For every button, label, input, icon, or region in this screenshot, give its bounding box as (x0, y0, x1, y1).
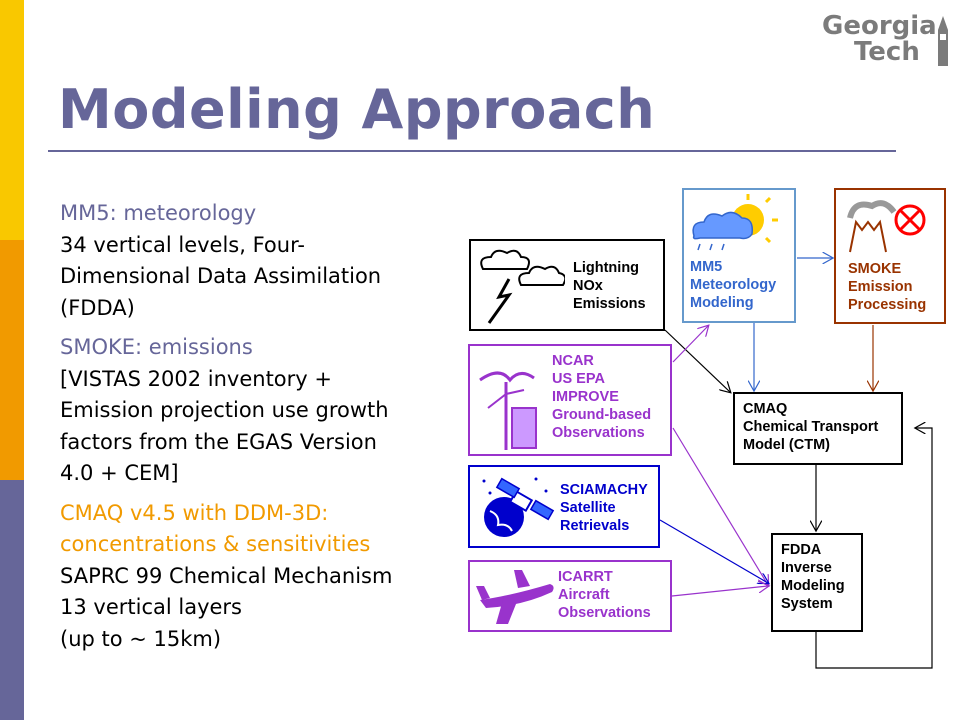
fdda-box: FDDA Inverse Modeling System (771, 533, 863, 632)
bullet-heading-cmaq: CMAQ v4.5 with DDM-3D: (60, 500, 329, 525)
tech-tower-icon (938, 16, 948, 66)
title-divider (48, 150, 896, 152)
logo-line-2: Tech (854, 37, 920, 67)
fdda-label: FDDA Inverse Modeling System (781, 542, 845, 612)
smoke-label: SMOKE Emission Processing (848, 261, 927, 313)
bullet-text-line: SAPRC 99 Chemical Mechanism (60, 563, 393, 588)
aircraft-box: ICARRT Aircraft Observations (468, 560, 672, 632)
cmaq-label: CMAQ Chemical Transport Model (CTM) (743, 401, 879, 453)
logo-line-1: Georgia (822, 11, 937, 41)
mm5-box: MM5 Meteorology Modeling (682, 188, 796, 323)
arrow-lightning-cmaq (664, 329, 730, 392)
bullet-text-line: 34 vertical levels, Four- (60, 232, 305, 257)
bullet-text-line: [VISTAS 2002 inventory + (60, 366, 332, 391)
smoke-box: SMOKE Emission Processing (834, 188, 946, 324)
bullet-text-line: 13 vertical layers (60, 595, 242, 619)
bullet-list: MM5: meteorology 34 vertical levels, Fou… (60, 198, 480, 655)
arrow-feedback-loop (815, 428, 933, 669)
lightning-cloud-icon (480, 249, 565, 324)
bullet-text-line: 4.0 + CEM] (60, 461, 179, 485)
ground-obs-box: NCAR US EPA IMPROVE Ground-based Observa… (468, 344, 672, 456)
arrow-ground-mm5 (672, 326, 708, 363)
ground-obs-label: NCAR US EPA IMPROVE Ground-based Observa… (552, 353, 652, 441)
bullet-text-line: Dimensional Data Assimilation (60, 264, 382, 288)
weather-icon (692, 194, 778, 251)
lightning-box: Lightning NOx Emissions (469, 239, 665, 331)
lightning-label: Lightning NOx Emissions (573, 260, 646, 312)
mm5-label: MM5 Meteorology Modeling (690, 259, 777, 311)
bullet-text-line: factors from the EGAS Version (60, 429, 377, 454)
cmaq-box: CMAQ Chemical Transport Model (CTM) (733, 392, 903, 465)
sidebar-stripe-yellow (0, 0, 24, 240)
sidebar-stripe-purple (0, 480, 24, 720)
bullet-heading-smoke: SMOKE: emissions (60, 335, 253, 359)
arrow-ground-fdda (672, 427, 768, 585)
smoke-factory-icon (847, 200, 926, 253)
bullet-text-line: Emission projection use growth (60, 398, 389, 422)
page-title: Modeling Approach (58, 78, 656, 141)
aircraft-label: ICARRT Aircraft Observations (558, 569, 651, 621)
satellite-icon (482, 477, 555, 537)
satellite-label: SCIAMACHY Satellite Retrievals (560, 482, 648, 534)
bullet-text-line: (FDDA) (60, 295, 135, 320)
arrow-aircraft-fdda (671, 586, 768, 597)
arrow-satellite-fdda (659, 519, 768, 583)
ground-station-icon (479, 371, 537, 450)
bullet-heading-mm5: MM5: meteorology (60, 201, 257, 225)
airplane-icon (476, 570, 554, 624)
satellite-box: SCIAMACHY Satellite Retrievals (468, 465, 660, 548)
bullet-text-line: (up to ~ 15km) (60, 626, 222, 651)
georgia-tech-logo: Georgia Tech (818, 10, 956, 70)
sidebar-stripe-orange (0, 240, 24, 480)
bullet-heading-cmaq: concentrations & sensitivities (60, 532, 371, 556)
